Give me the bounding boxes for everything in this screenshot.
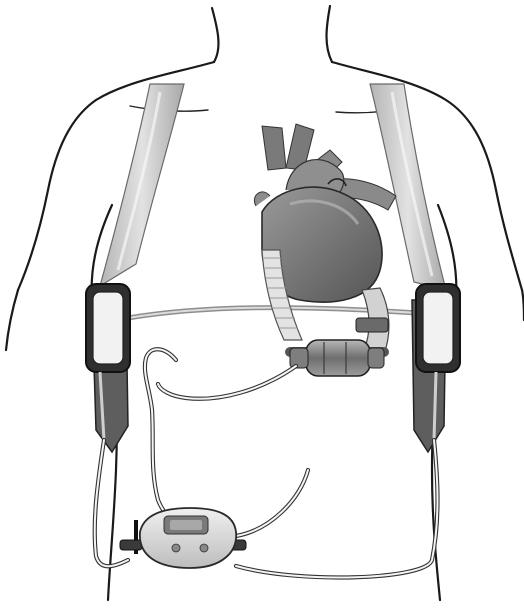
neck-left	[212, 8, 218, 62]
neck-right	[327, 6, 333, 62]
driveline	[145, 349, 296, 537]
battery-holster-right	[412, 284, 460, 452]
system-controller	[120, 508, 246, 568]
battery-holster-left	[86, 284, 130, 452]
shoulder-strap-left	[100, 84, 184, 286]
arm-left-outer	[6, 290, 18, 350]
battery-cables	[95, 440, 438, 577]
